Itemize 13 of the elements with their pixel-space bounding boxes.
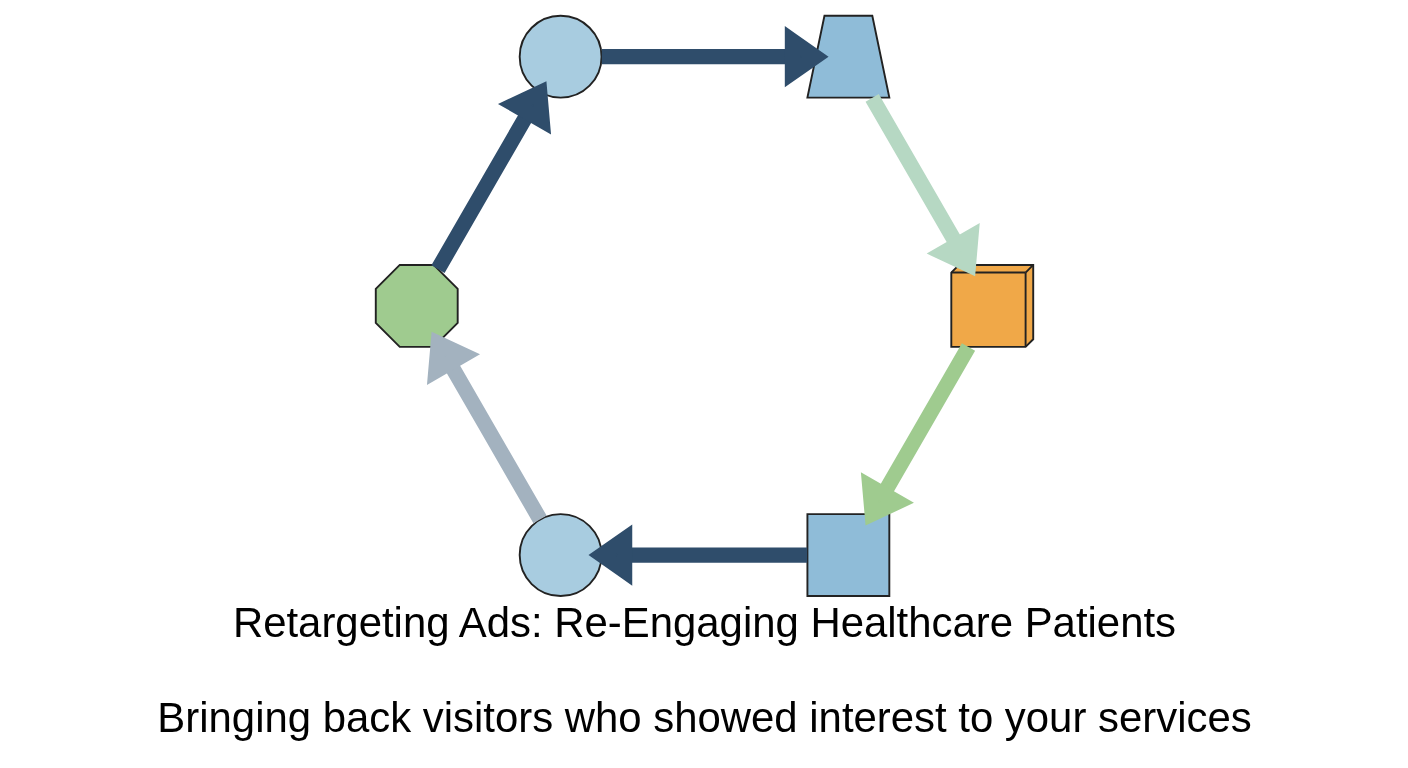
arrow (430, 81, 551, 273)
node-gear (374, 264, 459, 348)
arrow (865, 94, 980, 277)
arrow (588, 524, 807, 586)
caption: Bringing back visitors who showed interest to your services (156, 694, 1252, 742)
node-laptop (805, 14, 890, 99)
node-person (518, 513, 603, 598)
arrow (860, 343, 975, 526)
node-screen (805, 513, 890, 598)
arrow (601, 26, 829, 88)
node-person (518, 14, 603, 99)
arrow (426, 331, 547, 524)
diagram-title: Retargeting Ads: Re-Engaging Healthcare Patients (232, 599, 1176, 647)
